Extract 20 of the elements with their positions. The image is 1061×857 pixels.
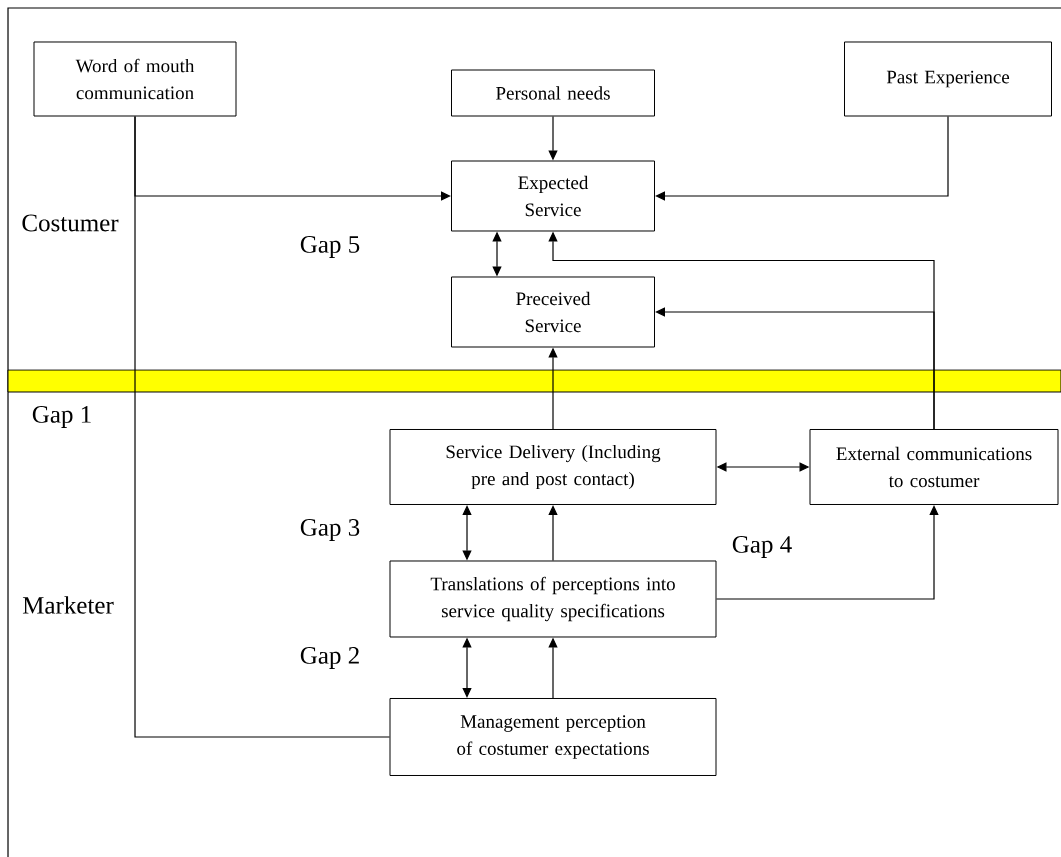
box: Translations of perceptions into service quality specifications bbox=[389, 560, 717, 638]
side-label: Gap 3 bbox=[300, 519, 360, 541]
box: Personal needs bbox=[451, 69, 655, 117]
box: External communications to costumer bbox=[809, 429, 1059, 505]
side-label: Gap 4 bbox=[732, 536, 792, 558]
box: Expected Service bbox=[451, 160, 655, 232]
side-label: Gap 1 bbox=[32, 406, 91, 428]
side-label: Gap 2 bbox=[300, 647, 359, 669]
box: Service Delivery (Including pre and post contact) bbox=[389, 429, 717, 505]
box: Past Experience bbox=[844, 41, 1052, 117]
arrow bbox=[655, 115, 949, 201]
arrow bbox=[548, 505, 558, 562]
box: Management perception of costumer expectations bbox=[389, 698, 717, 776]
side-label: Costumer bbox=[22, 214, 119, 232]
box: Word of mouth communication bbox=[33, 41, 237, 117]
side-label: Marketer bbox=[22, 596, 114, 614]
box: Preceived Service bbox=[451, 276, 655, 348]
arrow bbox=[655, 307, 935, 430]
side-label: Gap 5 bbox=[300, 236, 360, 258]
arrow bbox=[715, 505, 939, 600]
